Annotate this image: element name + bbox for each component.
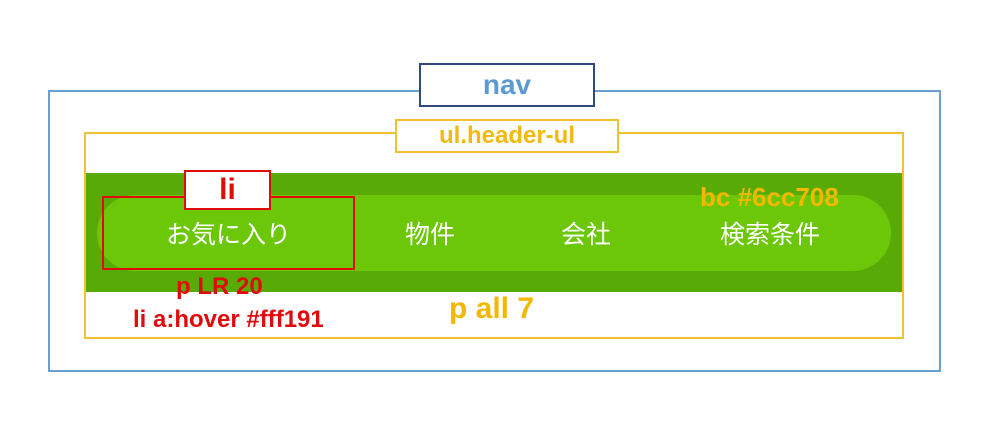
menu-item-favorites[interactable]: お気に入り [165,220,291,249]
nav-label: nav [419,63,595,107]
ul-label: ul.header-ul [395,119,619,153]
li-padding-annotation: p LR 20 [176,273,263,300]
menu-item-properties[interactable]: 物件 [404,220,455,249]
background-color-annotation: bc #6cc708 [700,182,839,212]
li-label: li [184,170,271,210]
hover-color-annotation: li a:hover #fff191 [133,306,324,333]
ul-padding-annotation: p all 7 [449,292,535,325]
menu-item-search-conditions[interactable]: 検索条件 [719,220,820,249]
menu-item-companies[interactable]: 会社 [560,220,611,249]
